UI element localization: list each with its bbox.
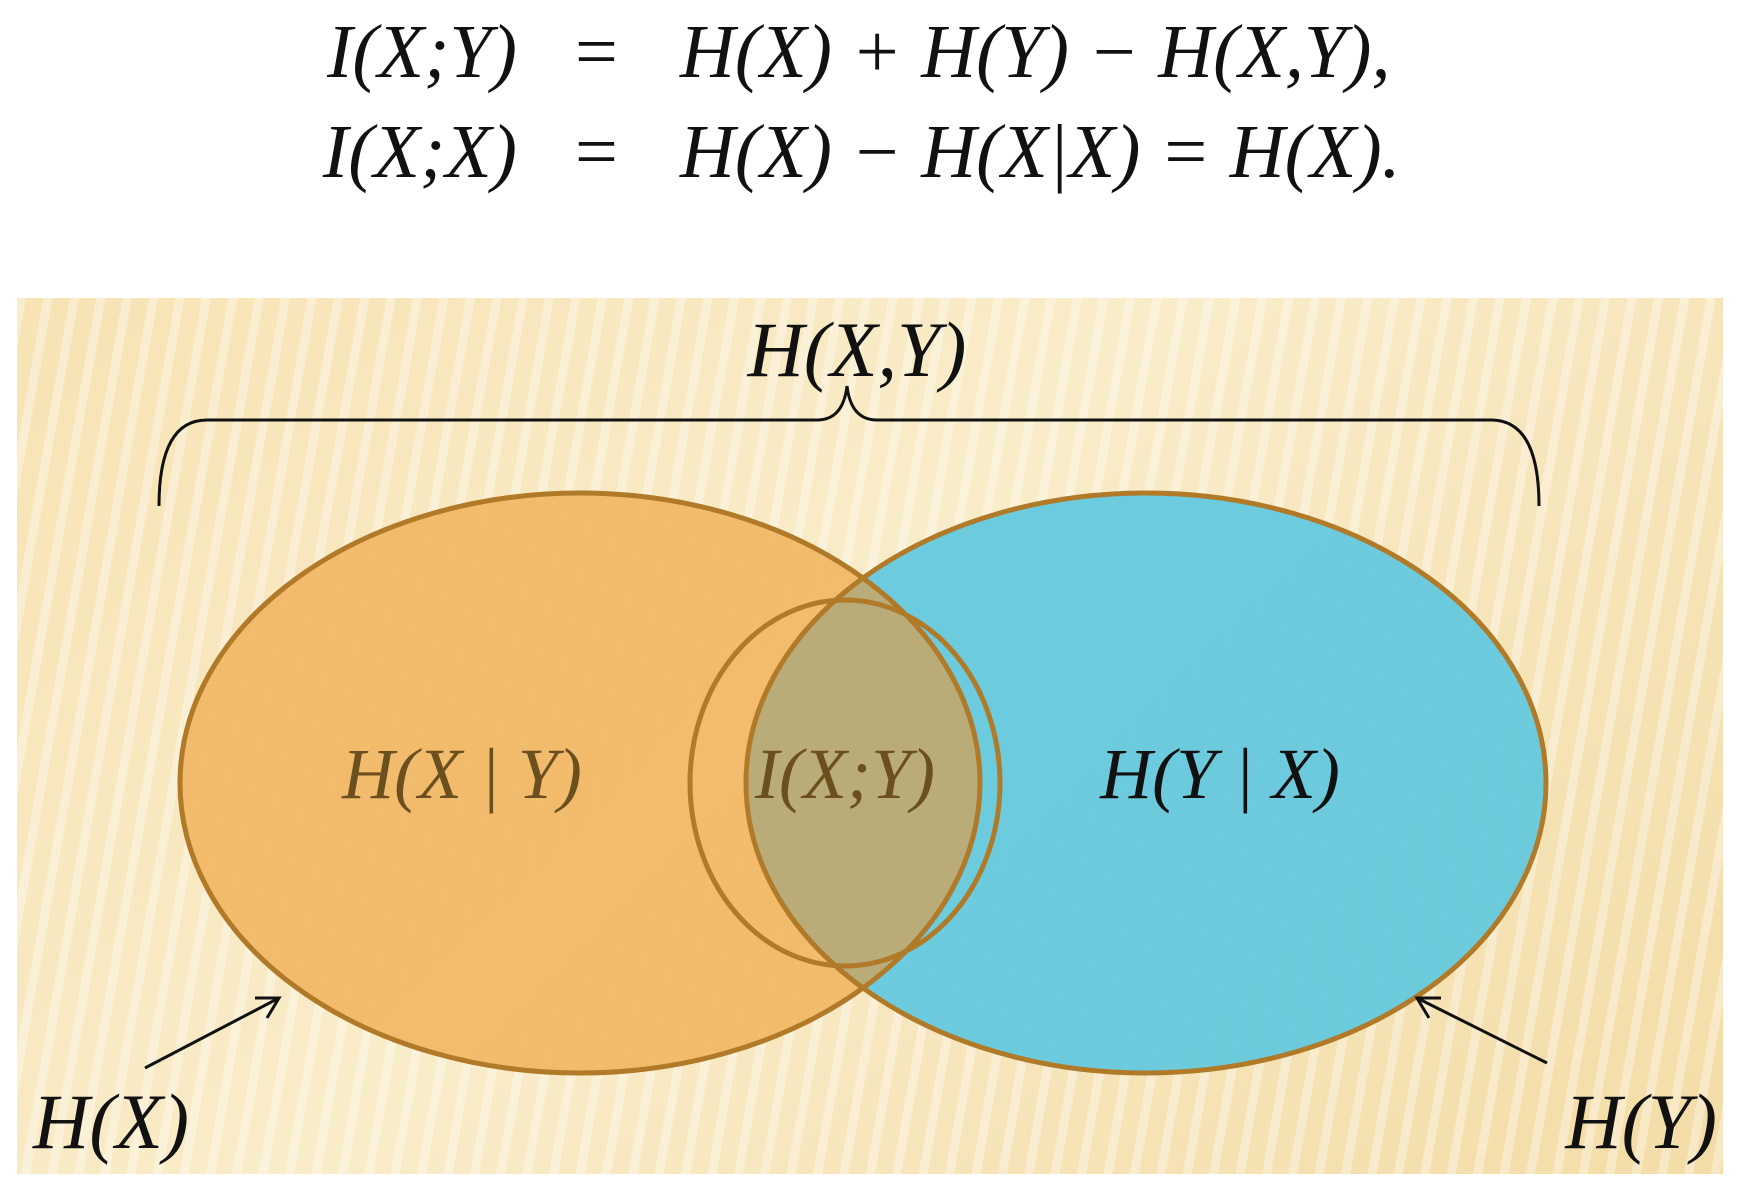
venn-diagram: H(X,Y) H(X | Y) I(X;Y) H(Y | X) H(X) H(Y…: [32, 306, 1717, 1165]
intersection-outline: [687, 597, 1003, 969]
conditional-entropy-x-given-y-label: H(X | Y): [341, 734, 582, 814]
left-circle-outline: [177, 490, 983, 1076]
mutual-information-label: I(X;Y): [754, 734, 935, 814]
equations-block: I(X;Y) = H(X) + H(Y) − H(X,Y), I(X;X) = …: [0, 0, 1740, 230]
right-circle-outline: [743, 490, 1549, 1076]
equation-row-1: I(X;Y) = H(X) + H(Y) − H(X,Y),: [0, 0, 1740, 112]
equation-2-equals: =: [575, 110, 618, 194]
equation-1-lhs: I(X;Y): [327, 10, 517, 94]
hy-pointer-line: [1416, 996, 1548, 1065]
equation-1-rhs: H(X) + H(Y) − H(X,Y),: [680, 10, 1391, 94]
left-circle-hx: [180, 493, 980, 1073]
equation-2-rhs: H(X) − H(X|X) = H(X).: [680, 110, 1401, 194]
hx-circle-label: H(X): [32, 1078, 189, 1165]
hy-circle-label: H(Y): [1564, 1078, 1717, 1165]
equation-1-equals: =: [575, 10, 618, 94]
conditional-entropy-y-given-x-label: H(Y | X): [1099, 734, 1340, 814]
equation-2-lhs: I(X;X): [322, 110, 517, 194]
joint-brace: [157, 385, 1541, 507]
hx-arrowhead-icon: [255, 996, 282, 1019]
hy-arrowhead-icon: [1414, 996, 1441, 1019]
venn-diagram-panel: H(X,Y) H(X | Y) I(X;Y) H(Y | X) H(X) H(Y…: [17, 298, 1723, 1174]
equation-row-2: I(X;X) = H(X) − H(X|X) = H(X).: [0, 92, 1740, 212]
joint-entropy-label: H(X,Y): [747, 306, 967, 393]
right-circle-hy: [746, 493, 1546, 1073]
hx-pointer-line: [144, 996, 280, 1070]
